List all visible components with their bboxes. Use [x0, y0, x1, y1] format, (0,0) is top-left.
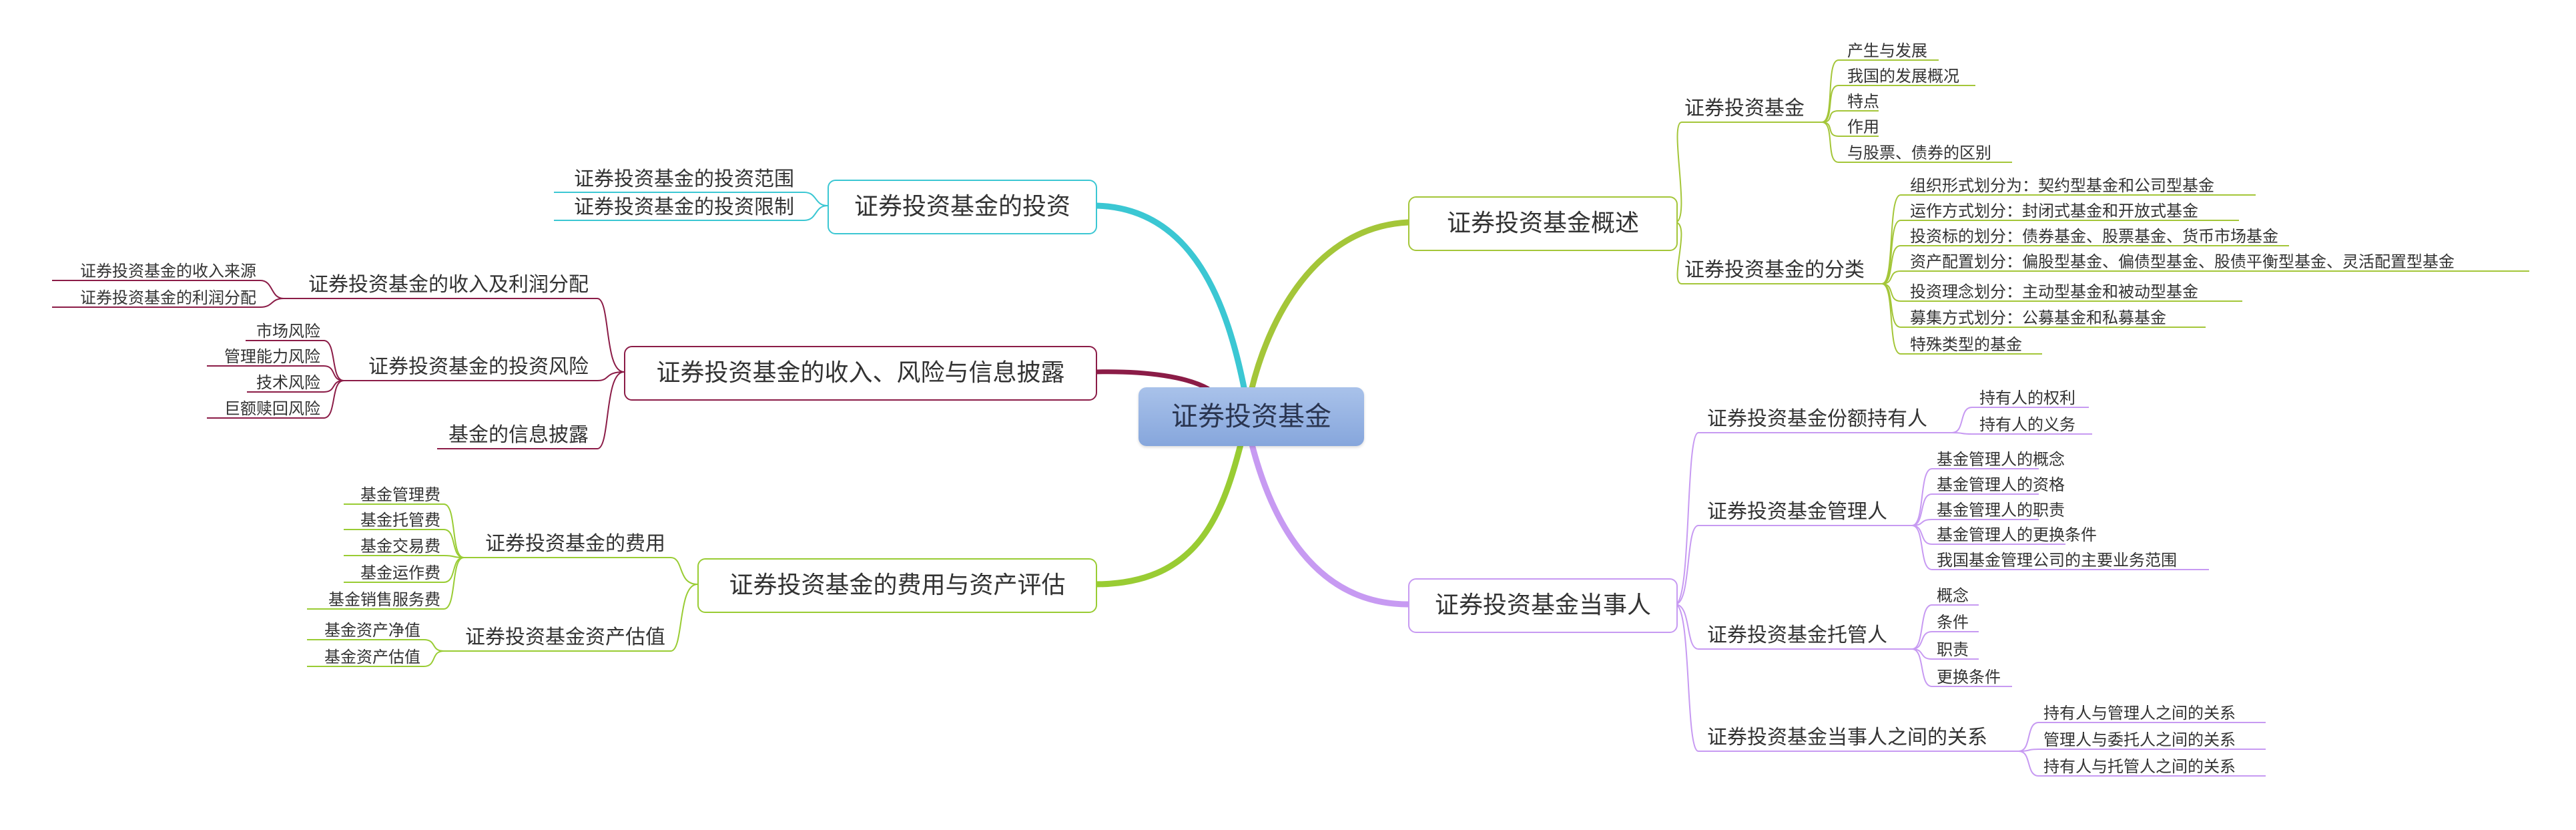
leaf-item[interactable]: 持有人的权利 — [1979, 389, 2075, 407]
leaf-item[interactable]: 组织形式划分为：契约型基金和公司型基金 — [1910, 176, 2214, 195]
subtopic-relations[interactable]: 证券投资基金当事人之间的关系 — [1707, 726, 1987, 749]
branch-invest-link — [1091, 202, 1248, 394]
subtopic-custodian[interactable]: 证券投资基金托管人 — [1707, 624, 1887, 647]
leaf-item[interactable]: 特点 — [1847, 92, 1879, 111]
leaf-item[interactable]: 巨额赎回风险 — [224, 399, 320, 418]
subtopic-holder[interactable]: 证券投资基金份额持有人 — [1707, 407, 1927, 431]
leaf-item[interactable]: 市场风险 — [256, 322, 320, 341]
leaf-item[interactable]: 管理人与委托人之间的关系 — [2043, 731, 2236, 749]
subtopic-cost[interactable]: 证券投资基金的费用 — [485, 532, 665, 556]
leaf-item[interactable]: 条件 — [1937, 613, 1969, 632]
leaf-item[interactable]: 职责 — [1937, 640, 1969, 659]
topic-overview[interactable]: 证券投资基金概述 — [1408, 196, 1678, 251]
leaf-item[interactable]: 运作方式划分：封闭式基金和开放式基金 — [1910, 202, 2198, 220]
leaf-item[interactable]: 持有人与管理人之间的关系 — [2043, 704, 2236, 722]
topic-fees[interactable]: 证券投资基金的费用与资产评估 — [697, 558, 1097, 613]
subtopic-manager[interactable]: 证券投资基金管理人 — [1707, 500, 1887, 524]
root-topic[interactable]: 证券投资基金 — [1139, 387, 1364, 446]
leaf-item[interactable]: 概念 — [1937, 586, 1969, 605]
leaf-item[interactable]: 基金管理费 — [360, 485, 440, 504]
branch-parties-link — [1248, 439, 1411, 608]
subtopic-risk[interactable]: 证券投资基金的投资风险 — [368, 355, 589, 379]
leaf-item[interactable]: 基金管理人的资格 — [1937, 475, 2065, 494]
leaf-item[interactable]: 我国基金管理公司的主要业务范围 — [1937, 551, 2177, 570]
leaf-item[interactable]: 基金托管费 — [360, 511, 440, 530]
leaf-item[interactable]: 作用 — [1847, 118, 1879, 136]
leaf-item[interactable]: 产生与发展 — [1847, 41, 1927, 60]
leaf-item[interactable]: 持有人的义务 — [1979, 415, 2075, 434]
leaf-item[interactable]: 持有人与托管人之间的关系 — [2043, 757, 2236, 776]
topic-invest[interactable]: 证券投资基金的投资 — [828, 180, 1097, 234]
subtopic-valuation[interactable]: 证券投资基金资产估值 — [465, 626, 665, 649]
topic-income[interactable]: 证券投资基金的收入、风险与信息披露 — [624, 346, 1097, 401]
leaf-item[interactable]: 管理能力风险 — [224, 347, 320, 366]
leaf-item[interactable]: 基金销售服务费 — [328, 590, 440, 609]
topic-parties[interactable]: 证券投资基金当事人 — [1408, 578, 1678, 633]
leaf-item[interactable]: 基金管理人的概念 — [1937, 450, 2065, 469]
leaf-item[interactable]: 基金运作费 — [360, 564, 440, 582]
leaf-item[interactable]: 募集方式划分：公募基金和私募基金 — [1910, 308, 2166, 327]
leaf-item[interactable]: 资产配置划分：偏股型基金、偏债型基金、股债平衡型基金、灵活配置型基金 — [1910, 252, 2455, 271]
leaf-item[interactable]: 特殊类型的基金 — [1910, 335, 2022, 354]
leaf-item[interactable]: 证券投资基金的投资范围 — [574, 168, 794, 191]
subtopic-disclosure[interactable]: 基金的信息披露 — [448, 423, 589, 447]
subtopic-classification[interactable]: 证券投资基金的分类 — [1684, 258, 1865, 282]
leaf-item[interactable]: 证券投资基金的收入来源 — [80, 262, 256, 280]
leaf-item[interactable]: 基金资产净值 — [324, 621, 420, 640]
branch-income-link — [1092, 369, 1211, 391]
leaf-item[interactable]: 与股票、债券的区别 — [1847, 144, 1991, 162]
leaf-item[interactable]: 投资标的划分：债券基金、股票基金、货币市场基金 — [1910, 227, 2278, 246]
leaf-item[interactable]: 技术风险 — [256, 373, 320, 392]
leaf-item[interactable]: 证券投资基金的投资限制 — [574, 196, 794, 219]
leaf-item[interactable]: 我国的发展概况 — [1847, 67, 1959, 85]
branch-overview-link — [1248, 219, 1411, 394]
leaf-item[interactable]: 基金资产估值 — [324, 648, 420, 666]
branch-fees-link — [1091, 439, 1245, 588]
leaf-item[interactable]: 投资理念划分：主动型基金和被动型基金 — [1910, 282, 2198, 301]
leaf-item[interactable]: 基金交易费 — [360, 537, 440, 556]
subtopic-profit[interactable]: 证券投资基金的收入及利润分配 — [308, 273, 589, 296]
subtopic-fund[interactable]: 证券投资基金 — [1684, 97, 1805, 120]
leaf-item[interactable]: 基金管理人的职责 — [1937, 501, 2065, 520]
leaf-item[interactable]: 证券投资基金的利润分配 — [80, 288, 256, 307]
leaf-item[interactable]: 基金管理人的更换条件 — [1937, 526, 2097, 544]
leaf-item[interactable]: 更换条件 — [1937, 668, 2001, 686]
